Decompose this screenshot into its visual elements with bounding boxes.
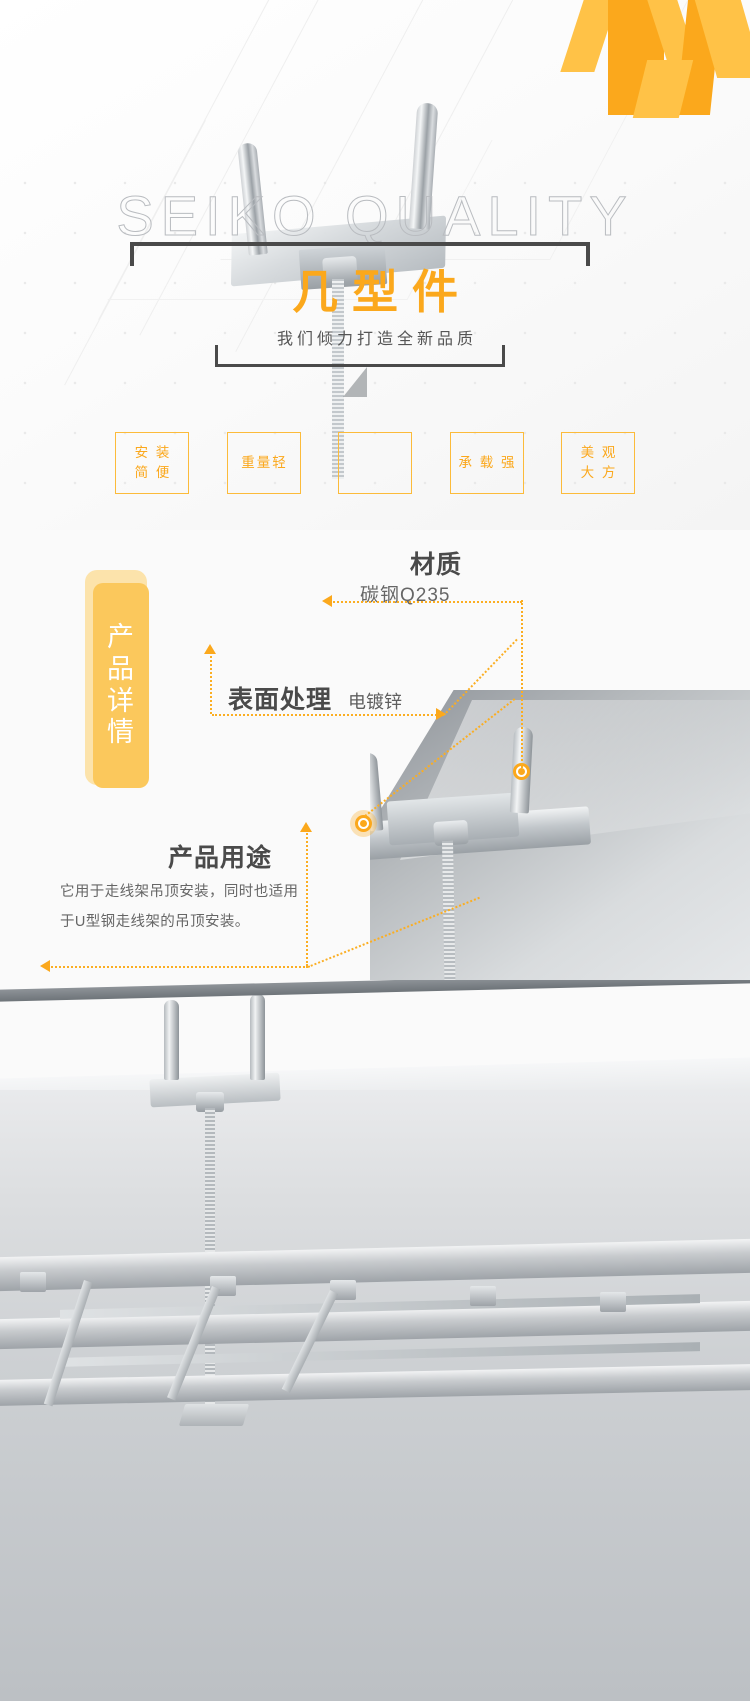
rail-clip	[470, 1286, 496, 1306]
leader-line-material-horizontal	[330, 601, 522, 603]
page-subtitle: 我们倾力打造全新品质	[276, 331, 477, 348]
feature-tag: 承 载 强	[449, 432, 524, 494]
detail-badge: 产 品 详 情	[93, 583, 149, 788]
arrow-material	[322, 595, 332, 607]
hero-outline-text: SEIKO QUALITY	[116, 184, 634, 248]
threaded-rod-right	[250, 994, 265, 1080]
arrow-application-left	[40, 960, 50, 972]
feature-tag: 美 观 大 方	[561, 432, 635, 494]
page-title: 几型件	[292, 266, 472, 318]
feature-tag-row: 安 装 简 便 重量轻 承 载 强 美 观 大 方	[115, 432, 635, 494]
leader-line-material-vertical	[521, 600, 523, 768]
leader-line-application-vertical	[306, 830, 308, 966]
feature-tag-line1: 美 观	[580, 445, 618, 461]
feature-tag-line1: 重量轻	[241, 455, 288, 471]
leader-line-surface-horizontal	[212, 714, 444, 716]
dot-grid-pattern	[0, 158, 750, 503]
feature-tag-line1: 安 装	[134, 445, 172, 461]
leader-line-application-horizontal	[48, 966, 308, 968]
shadow-triangle	[343, 367, 367, 397]
annotation-material-value: 碳钢Q235	[360, 585, 451, 606]
base-plate	[178, 1404, 250, 1426]
hero-section: SEIKO QUALITY 几型件 我们倾力打造全新品质 安 装 简 便 重量轻…	[0, 0, 750, 530]
feature-tag: 安 装 简 便	[115, 432, 189, 494]
threaded-shaft	[332, 279, 344, 479]
standing-bracket	[140, 980, 350, 1440]
feature-tag-line2: 大 方	[580, 465, 618, 480]
hex-nut	[196, 1092, 224, 1112]
annotation-application-body: 它用于走线架吊顶安装，同时也适用于U型钢走线架的吊顶安装。	[60, 884, 299, 930]
title-bracket-bottom	[215, 345, 505, 367]
feature-tag: 重量轻	[226, 432, 301, 494]
arrow-application-up	[300, 822, 312, 832]
annotation-surface-value: 电镀锌	[348, 692, 402, 712]
badge-char: 产	[107, 621, 135, 652]
hotspot-surface-dot	[360, 820, 367, 827]
annotation-surface-heading: 表面处理	[228, 686, 333, 714]
hotspot-material-dot	[518, 768, 525, 775]
annotation-application-heading: 产品用途	[168, 844, 273, 872]
installation-photo	[0, 980, 750, 1701]
feature-tag	[338, 432, 412, 494]
badge-char: 情	[107, 717, 135, 748]
feature-tag-line2: 简 便	[134, 465, 172, 480]
hero-product-photo	[205, 95, 465, 479]
corner-logo-mark	[520, 0, 750, 118]
annotation-material-heading: 材质	[410, 551, 463, 579]
bracket-product	[370, 726, 600, 1070]
rail-clip	[600, 1292, 626, 1312]
feature-tag-line1: 承 载 强	[458, 455, 517, 471]
arrow-surface-up	[204, 644, 216, 654]
rail-clip	[20, 1272, 46, 1292]
title-bracket-top	[130, 242, 590, 266]
badge-char: 品	[107, 653, 135, 684]
badge-char: 详	[107, 685, 135, 716]
threaded-rod-left	[164, 1000, 179, 1080]
leader-line-surface-vertical	[210, 652, 212, 714]
